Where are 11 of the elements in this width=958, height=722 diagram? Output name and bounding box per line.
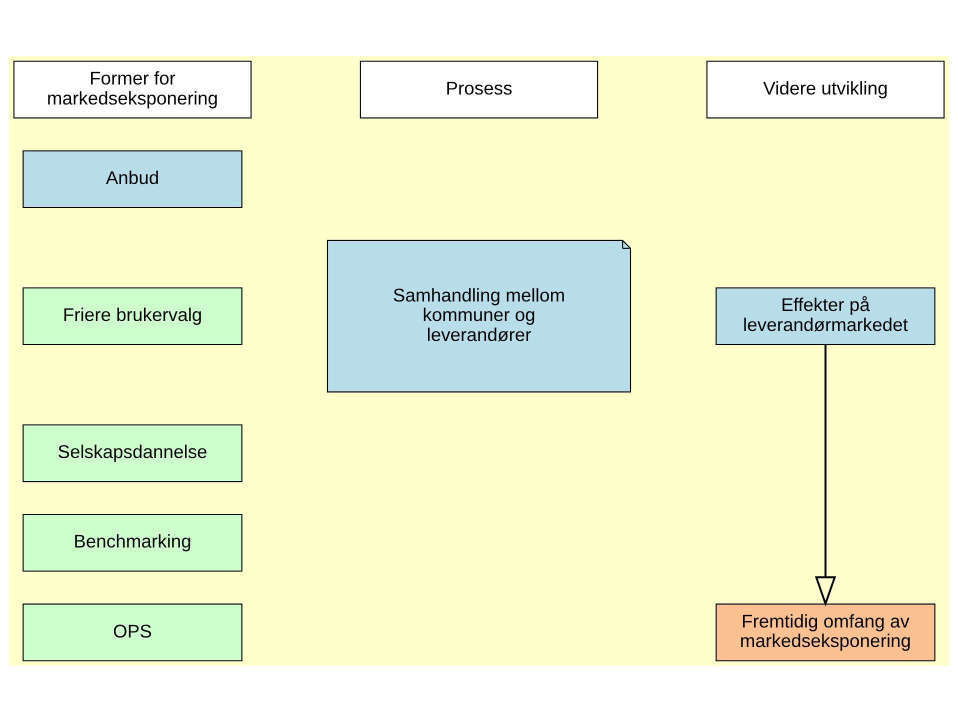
node-box: Selskapsdannelse [22, 424, 242, 482]
node-box: Effekter på leverandørmarkedet [716, 287, 936, 346]
node-box: Prosess [360, 60, 598, 118]
node-box: Friere brukervalg [22, 287, 242, 346]
node-box: Former for markedseksponering [13, 60, 252, 118]
node-box: Anbud [22, 150, 242, 208]
node-box: Benchmarking [22, 514, 242, 572]
arrow [814, 344, 836, 607]
node-box: OPS [22, 604, 242, 662]
node-box: Fremtidig omfang av markedseksponering [716, 604, 936, 662]
node-box: Videre utvikling [706, 60, 945, 118]
